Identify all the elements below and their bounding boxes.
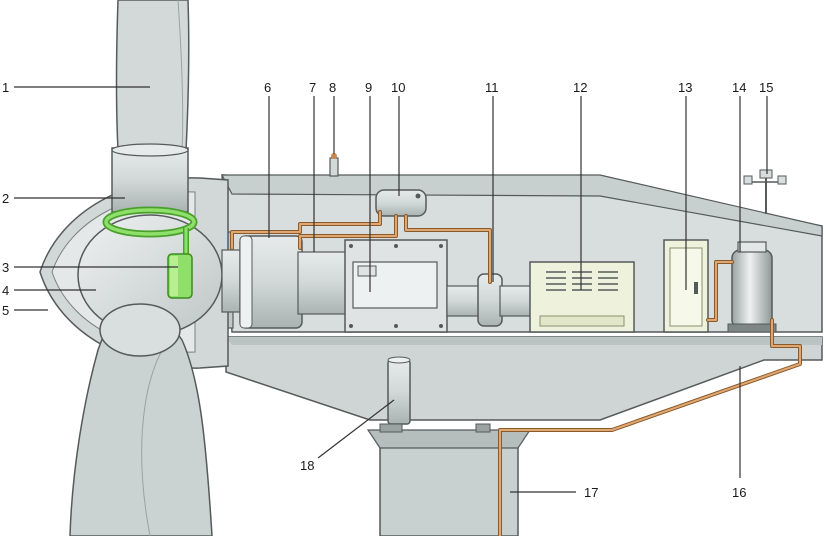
gearbox [344,239,448,333]
label-11: 11 [485,80,499,95]
label-12: 12 [573,80,587,95]
tower [366,429,532,536]
label-16: 16 [732,485,746,500]
label-1: 1 [2,80,9,95]
label-2: 2 [2,191,9,206]
label-3: 3 [2,260,9,275]
label-10: 10 [391,80,405,95]
yaw-drive [379,356,491,433]
label-15: 15 [759,80,773,95]
label-6: 6 [264,80,271,95]
pitch-drive [167,253,193,299]
rotor-blades [69,0,213,536]
label-4: 4 [2,283,9,298]
label-17: 17 [584,485,598,500]
label-18: 18 [300,458,314,473]
label-7: 7 [309,80,316,95]
label-13: 13 [678,80,692,95]
label-9: 9 [365,80,372,95]
top-sensor [329,153,339,177]
anemometer [743,169,787,214]
oil-cooler [375,189,427,217]
leader-lines [14,86,768,493]
label-14: 14 [732,80,746,95]
generator [529,261,635,333]
main-shaft-assembly [221,235,351,329]
label-5: 5 [2,303,9,318]
power-cables [230,210,802,536]
part-labels: 1 2 3 4 5 6 7 8 9 10 11 12 13 14 15 16 1… [2,80,773,500]
pitch-bearing [102,206,198,256]
label-8: 8 [329,80,336,95]
coupling [446,273,533,327]
hydraulic-unit [727,241,777,333]
